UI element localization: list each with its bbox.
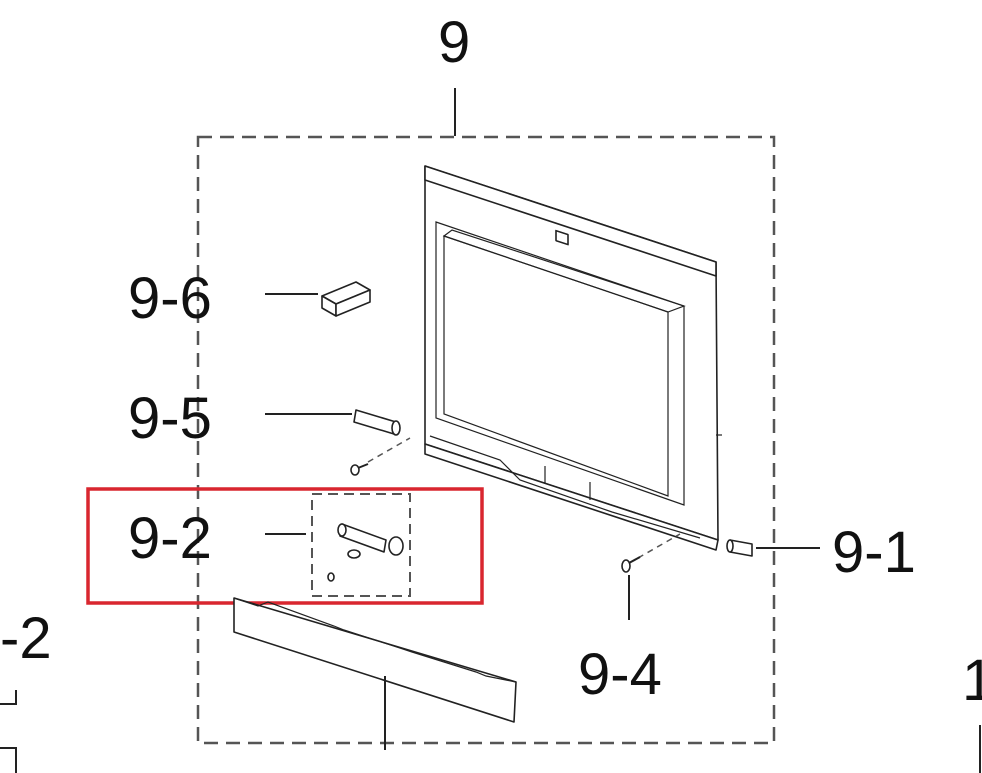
block-part-9-6: [321, 281, 371, 317]
label-9-5: 9-5: [128, 386, 212, 451]
pin-part-9-1: [726, 539, 753, 557]
label-9: 9: [438, 10, 470, 75]
door-frame-part: [424, 165, 722, 551]
hinge-kit-part-9-2: [327, 523, 404, 582]
assembly-dashline-9-5: [367, 437, 411, 463]
label-left-partial: -2: [0, 606, 52, 671]
screw-part-9-4: [621, 556, 641, 573]
assembly-dashline-9-4: [637, 533, 681, 559]
left-partial-bracket-top: [0, 690, 17, 705]
subassembly-dashed-box-9-2: [311, 493, 411, 597]
label-9-6: 9-6: [128, 266, 212, 331]
label-9-4: 9-4: [578, 642, 662, 707]
lower-trim-part: [233, 597, 517, 723]
assembly-dashed-boundary: [196, 135, 776, 745]
highlight-box-9-2: [86, 487, 484, 605]
left-partial-bracket-bottom: [0, 747, 17, 773]
hinge-pin-part-9-5: [353, 409, 401, 436]
label-right-partial: 1: [962, 648, 982, 713]
screw-part-upper: [350, 463, 369, 476]
label-9-1: 9-1: [832, 520, 916, 585]
label-9-2: 9-2: [128, 506, 212, 571]
